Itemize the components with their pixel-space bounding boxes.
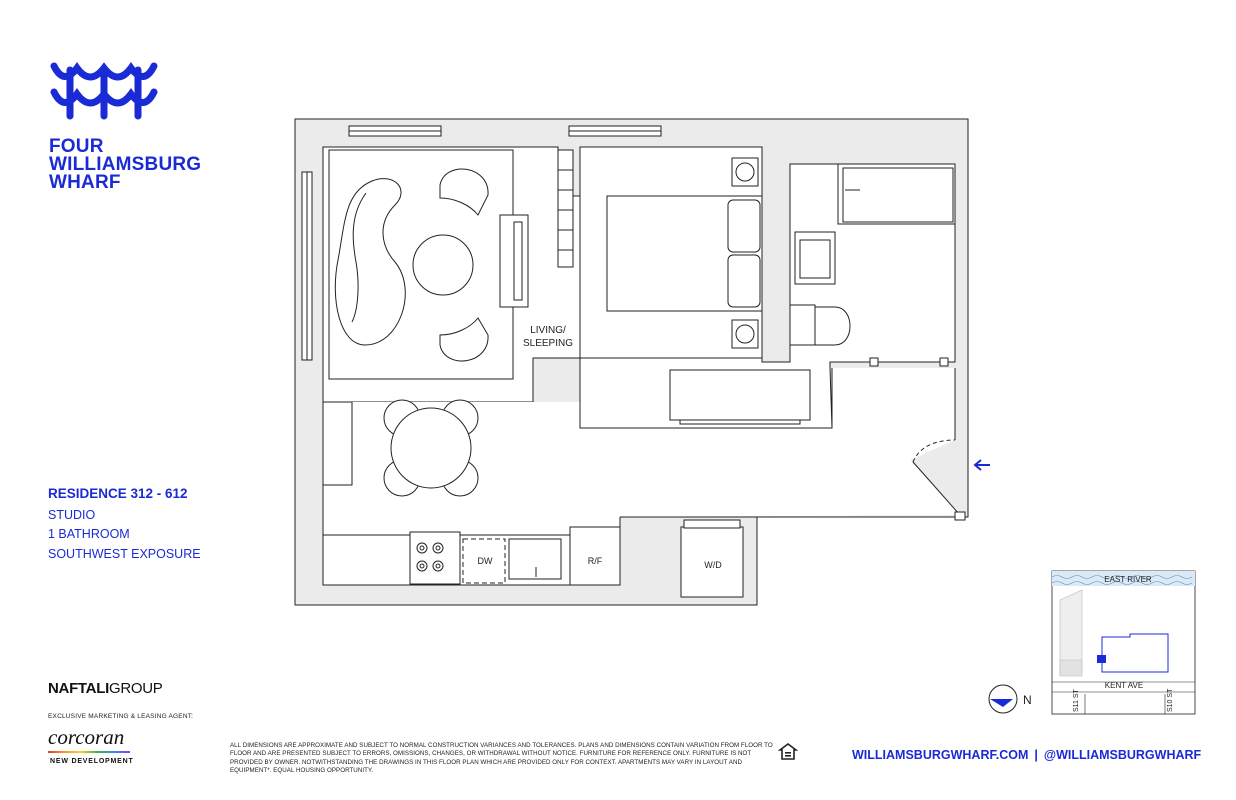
developer-logo: NAFTALIGROUP xyxy=(48,680,163,697)
avenue-label: KENT AVE xyxy=(1105,681,1143,690)
washer-dryer-label: W/D xyxy=(704,560,722,570)
sofa xyxy=(334,178,406,346)
room-label-line2: SLEEPING xyxy=(523,338,573,349)
dishwasher-label: DW xyxy=(478,556,493,566)
wave-w-logo-icon xyxy=(50,62,158,120)
residence-title: RESIDENCE 312 - 612 xyxy=(48,486,188,501)
developer-name-bold: NAFTALI xyxy=(48,680,109,697)
footer-links: WILLIAMSBURGWHARF.COM | @WILLIAMSBURGWHARF xyxy=(852,748,1201,762)
plan-floor-lower xyxy=(323,368,962,535)
brand-name-line-1: FOUR xyxy=(49,136,104,157)
fridge-label: R/F xyxy=(588,556,603,566)
north-label: N xyxy=(1023,693,1032,707)
river-label: EAST RIVER xyxy=(1104,575,1152,584)
street-right-label: S10 ST xyxy=(1167,688,1174,712)
window-group xyxy=(301,125,662,361)
agent-logo: corcoran xyxy=(48,725,125,749)
armchair-top xyxy=(439,168,489,216)
leasing-agent-label: EXCLUSIVE MARKETING & LEASING AGENT: xyxy=(48,713,194,720)
brand-name-line-3: WHARF xyxy=(49,172,121,193)
dining-set xyxy=(383,399,479,497)
footer-divider: | xyxy=(1034,748,1038,762)
entry-door xyxy=(912,439,966,521)
storage-cabinet xyxy=(669,369,811,425)
residence-exposure: SOUTHWEST EXPOSURE xyxy=(48,546,201,561)
armchair-bottom xyxy=(439,317,489,362)
street-left-label: S11 ST xyxy=(1073,688,1080,712)
social-link[interactable]: @WILLIAMSBURGWHARF xyxy=(1043,748,1202,762)
residence-info: RESIDENCE 312 - 612 STUDIO 1 BATHROOM SO… xyxy=(48,484,201,564)
brand-name-line-2: WILLIAMSBURG xyxy=(49,154,202,175)
equal-housing-icon xyxy=(778,743,798,760)
residence-bathrooms: 1 BATHROOM xyxy=(48,527,130,541)
coffee-table xyxy=(412,234,474,296)
bathroom xyxy=(789,163,956,367)
kitchen-counter xyxy=(322,519,744,598)
media-console xyxy=(499,214,529,308)
rug xyxy=(328,149,514,380)
agent-subtitle: NEW DEVELOPMENT xyxy=(50,758,134,765)
closet-shelving xyxy=(557,149,574,268)
entry-arrow-icon xyxy=(973,459,990,471)
plan-floor xyxy=(322,146,956,486)
residence-type: STUDIO xyxy=(48,507,96,522)
website-link[interactable]: WILLIAMSBURGWHARF.COM xyxy=(852,748,1029,762)
plan-walls xyxy=(294,118,969,606)
key-plan xyxy=(1051,570,1196,715)
brand-name: FOUR WILLIAMSBURG WHARF xyxy=(49,136,202,193)
plan-interior-outline xyxy=(322,147,962,535)
legal-disclaimer: ALL DIMENSIONS ARE APPROXIMATE AND SUBJE… xyxy=(230,742,773,775)
room-label-line1: LIVING/ xyxy=(530,325,566,336)
north-compass-icon xyxy=(988,684,1018,714)
agent-logo-bar xyxy=(48,751,130,753)
developer-name-light: GROUP xyxy=(108,680,163,697)
bed xyxy=(579,146,763,359)
